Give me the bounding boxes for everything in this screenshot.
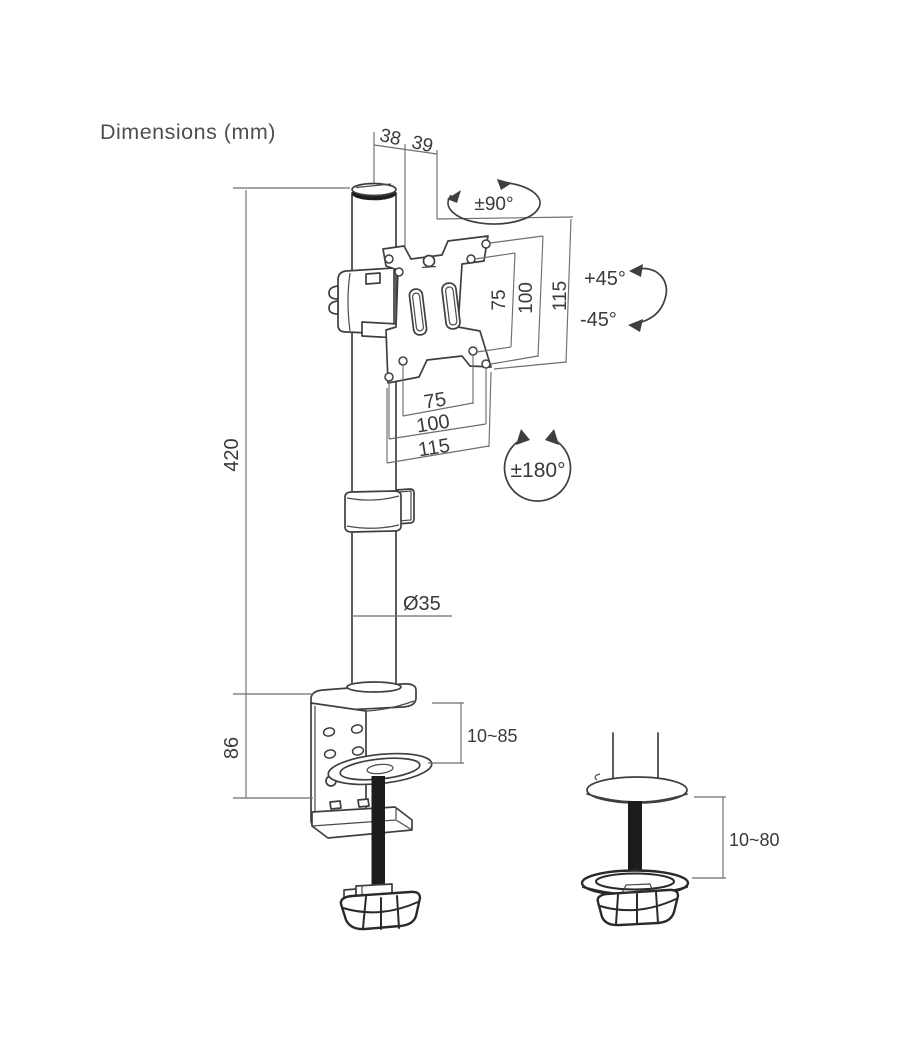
- vesa-slot-left: [408, 288, 428, 336]
- dim-vesa-vertical-115-label: 115: [550, 281, 571, 311]
- dim-vesa-horizontal-100-label: 100: [415, 411, 451, 438]
- desk-clamp: [310, 681, 433, 931]
- dim-pole-diameter-label: Ø35: [403, 593, 441, 615]
- grommet-mount-figure: [580, 732, 690, 927]
- grommet-pole: [612, 732, 659, 781]
- tilt-joint-collar: [328, 267, 399, 339]
- diagram-title: Dimensions (mm): [100, 120, 276, 144]
- dim-desk-thickness-grommet-label: 10~80: [729, 830, 780, 850]
- grommet-threaded-rod: [628, 801, 642, 877]
- vesa-screw-holes: [384, 239, 491, 382]
- dim-desk-thickness-clamp-label: 10~85: [467, 726, 518, 746]
- dim-clamp-height-label: 86: [221, 737, 243, 759]
- tilt-down-label: -45°: [580, 309, 617, 331]
- screen-rotation-arrow: [503, 429, 572, 502]
- rotation-arrows: [447, 179, 668, 502]
- dim-vesa-horizontal-115-label: 115: [417, 435, 452, 462]
- tilt-arrow: [628, 264, 668, 332]
- vesa-slot-right: [441, 282, 461, 330]
- vesa-plate: [382, 235, 492, 384]
- dim-top-offset-inner-label: 38: [378, 125, 403, 150]
- clamp-star-knob: [339, 890, 422, 931]
- pan-rotation-arrow: [447, 179, 541, 225]
- plate-top-bolt: [421, 254, 437, 269]
- screen-rotation-label: ±180°: [511, 459, 566, 482]
- clamp-threaded-rod: [371, 776, 385, 887]
- dim-vesa-vertical-75-label: 75: [489, 289, 510, 310]
- dim-vesa-vertical-100-label: 100: [516, 282, 537, 314]
- grommet-top-flange: [586, 773, 688, 804]
- pan-rotation-label: ±90°: [474, 194, 513, 215]
- clamp-lower-arm: [311, 798, 413, 839]
- bracket-holes: [322, 724, 365, 759]
- grommet-star-knob: [596, 883, 680, 927]
- dim-pole-height-label: 420: [221, 438, 243, 471]
- height-collar: [344, 488, 415, 533]
- tilt-up-label: +45°: [584, 268, 626, 290]
- dim-vesa-horizontal-75-label: 75: [422, 388, 447, 413]
- dim-top-offset-outer-label: 39: [410, 132, 435, 157]
- dimension-lines: [233, 132, 726, 879]
